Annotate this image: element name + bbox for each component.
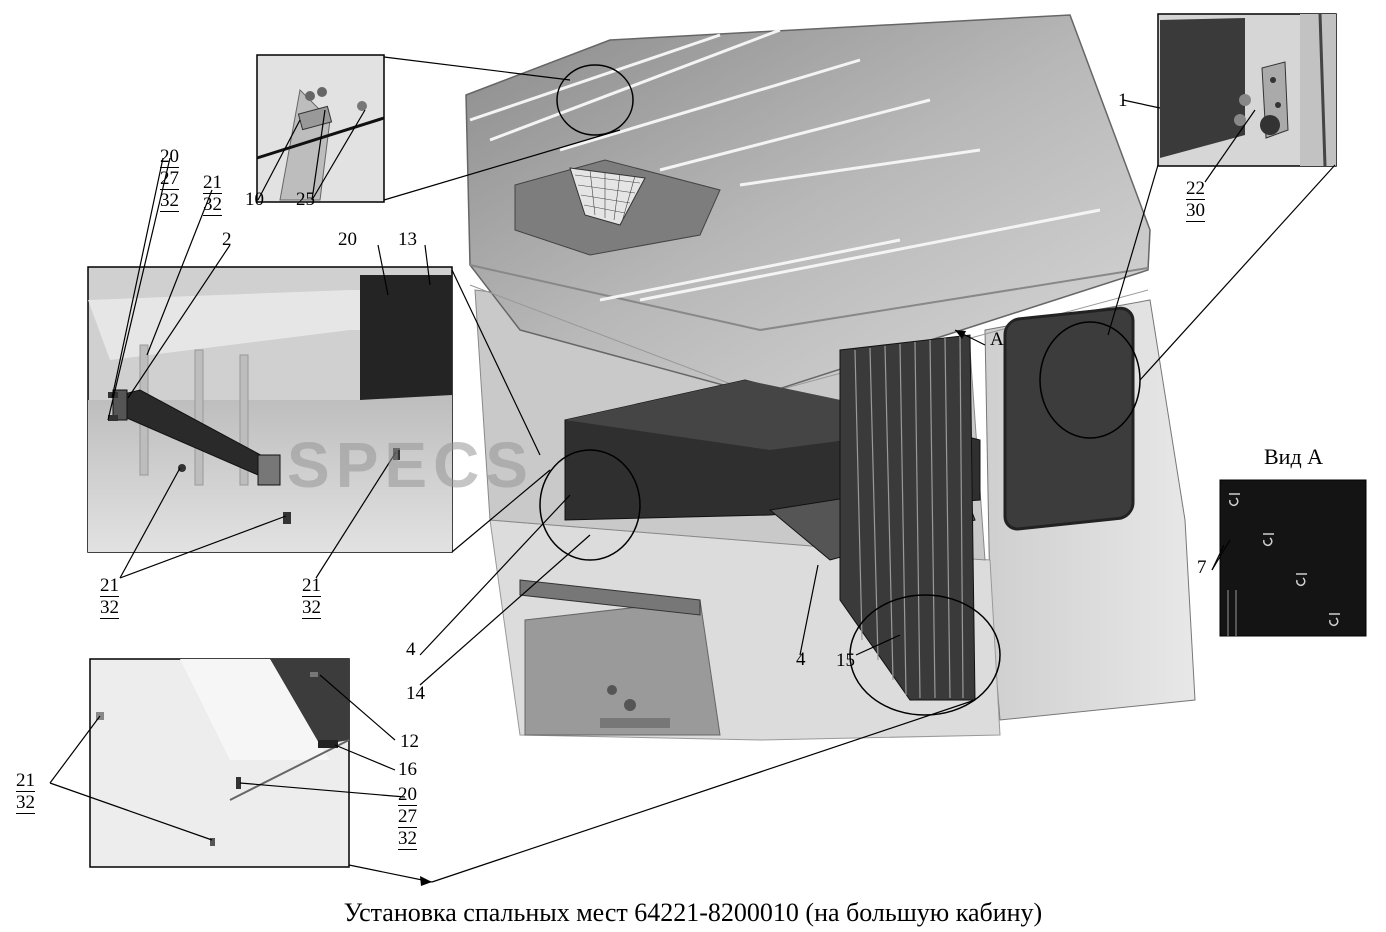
callout-15: 15 — [836, 650, 855, 671]
view-arrow-label: А — [990, 329, 1004, 350]
callout-4: 4 — [406, 639, 416, 660]
view-a-label: Вид А — [1264, 444, 1324, 469]
callout-4: 4 — [796, 649, 806, 670]
hatch-mesh — [574, 169, 641, 223]
callout-14: 14 — [406, 683, 425, 704]
callout-stack-21-32-top: 21 32 — [203, 172, 222, 216]
callout-27: 27 — [160, 167, 179, 189]
leader-lines — [49, 56, 1336, 883]
callout-stack-21-32-mid-left: 21 32 — [100, 575, 119, 619]
callout-16: 16 — [398, 759, 417, 780]
callout-10: 10 — [245, 189, 264, 210]
cab-body — [465, 14, 1196, 741]
callout-1: 1 — [1118, 90, 1128, 111]
roof-ribs — [469, 28, 1101, 302]
inset-view-a — [1219, 479, 1367, 637]
curtain — [839, 334, 976, 701]
callout-2: 2 — [222, 229, 232, 250]
inset-bunk-mounting — [87, 266, 453, 553]
callout-21: 21 — [203, 172, 222, 193]
callout-21: 21 — [100, 575, 119, 596]
panel-hole — [624, 699, 636, 711]
callout-12: 12 — [400, 731, 419, 752]
view-arrow-head — [955, 330, 966, 339]
callout-20: 20 — [338, 229, 357, 250]
cab-window — [1003, 306, 1135, 531]
inset-window-hinge — [1157, 13, 1337, 167]
inset-floor-mounting — [89, 658, 350, 868]
cab-lower-panel — [524, 599, 721, 736]
detail-circle-curtain — [849, 594, 1001, 716]
callout-21: 21 — [16, 770, 35, 791]
callout-20: 20 — [398, 784, 417, 805]
inset-roof-fastener — [256, 54, 385, 203]
callout-27: 27 — [398, 805, 417, 827]
callout-30: 30 — [1186, 199, 1205, 222]
callout-32: 32 — [398, 827, 417, 850]
figure-caption: Установка спальных мест 64221-8200010 (н… — [343, 898, 1043, 927]
panel-slot — [600, 718, 670, 728]
callout-22: 22 — [1186, 178, 1205, 199]
callout-32: 32 — [160, 189, 179, 212]
callout-25: 25 — [296, 189, 315, 210]
arrow-head — [420, 876, 432, 886]
detail-circle-bunk — [539, 449, 641, 561]
bunk-support — [519, 579, 701, 616]
panel-hole — [607, 685, 617, 695]
callout-stack-21-32-mid-right: 21 32 — [302, 575, 321, 619]
callout-32: 32 — [302, 596, 321, 619]
callout-stack-21-32-bottom-left: 21 32 — [16, 770, 35, 814]
callout-32: 32 — [203, 193, 222, 216]
callout-32: 32 — [16, 791, 35, 814]
cab-roof — [465, 14, 1151, 396]
callout-7: 7 — [1197, 557, 1207, 578]
callout-stack-20-27-32-bottom: 20 27 32 — [398, 784, 417, 850]
callout-32: 32 — [100, 596, 119, 619]
callout-21: 21 — [302, 575, 321, 596]
watermark: SPECS — [287, 429, 534, 501]
callout-20: 20 — [160, 146, 179, 167]
callout-stack-20-27-32-top: 20 27 32 — [160, 146, 179, 212]
callout-13: 13 — [398, 229, 417, 250]
callout-stack-22-30: 22 30 — [1186, 178, 1205, 222]
detail-circle-roof — [556, 64, 634, 136]
